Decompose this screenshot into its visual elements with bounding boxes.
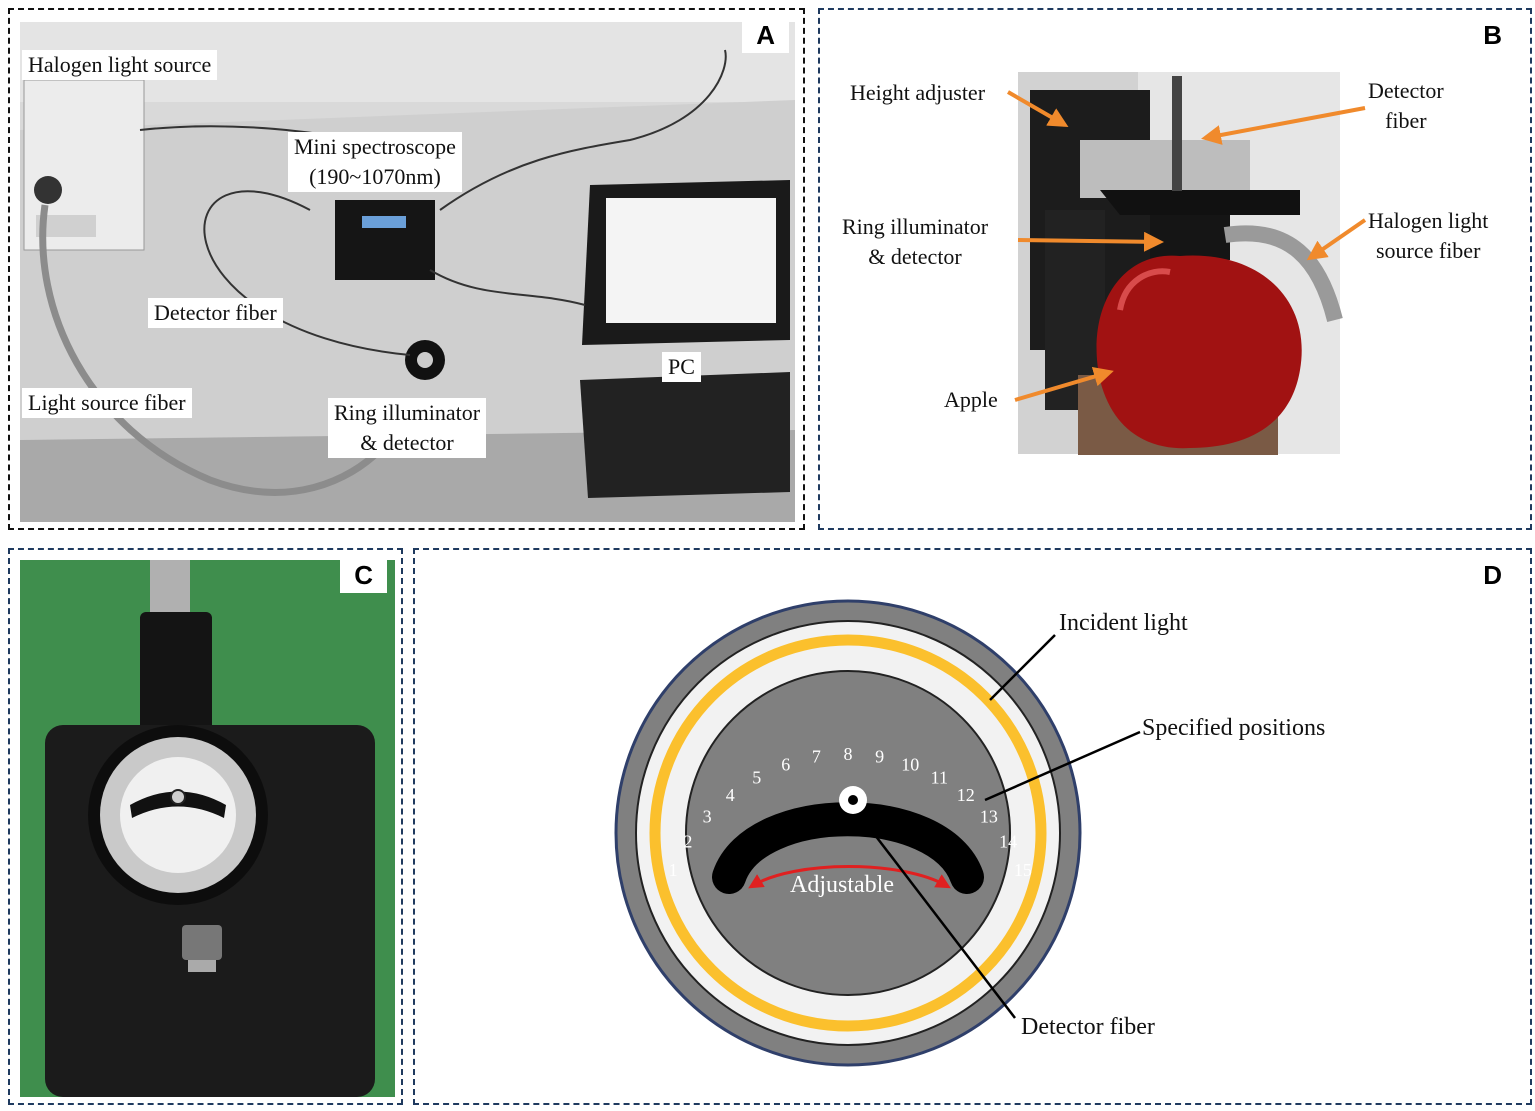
panel-a-letter: A bbox=[742, 18, 789, 53]
incident-light-ring bbox=[649, 634, 1047, 1032]
label-ring-illuminator-b-line2: & detector bbox=[868, 244, 962, 269]
position-number-9: 9 bbox=[875, 747, 884, 767]
position-number-15: 15 bbox=[1014, 860, 1032, 880]
incident-light-leader bbox=[989, 634, 1056, 701]
label-halogen-light-source-fiber-line2: source fiber bbox=[1375, 238, 1481, 263]
position-number-3: 3 bbox=[703, 807, 712, 827]
panel-c: C bbox=[8, 548, 403, 1105]
label-detector-fiber-d: Detector fiber bbox=[1021, 1014, 1155, 1040]
position-number-10: 10 bbox=[901, 755, 919, 775]
label-mini-spectroscope-line1: Mini spectroscope bbox=[294, 134, 456, 159]
label-ring-illuminator-b-line1: Ring illuminator bbox=[842, 214, 989, 239]
panel-b-photo bbox=[1006, 72, 1367, 455]
slot-arc bbox=[712, 802, 984, 894]
specified-positions-leader bbox=[984, 730, 1141, 802]
panel-a-photo bbox=[20, 22, 795, 522]
position-number-5: 5 bbox=[752, 767, 761, 787]
position-number-6: 6 bbox=[781, 755, 790, 775]
label-mini-spectroscope: Mini spectroscope (190~1070nm) bbox=[288, 132, 462, 192]
position-number-12: 12 bbox=[957, 785, 975, 805]
label-light-source-fiber: Light source fiber bbox=[22, 388, 192, 418]
label-ring-illuminator-a: Ring illuminator & detector bbox=[328, 398, 487, 458]
panel-b-letter: B bbox=[1469, 18, 1516, 53]
panel-d-letter: D bbox=[1469, 558, 1516, 593]
label-adjustable: Adjustable bbox=[790, 872, 894, 898]
label-halogen-light-source-fiber: Halogen light source fiber bbox=[1368, 206, 1488, 266]
label-halogen-light-source: Halogen light source bbox=[22, 50, 218, 80]
panel-a: A Halogen light source Mini spectroscope… bbox=[8, 8, 805, 530]
adjustable-arrow bbox=[748, 865, 951, 889]
position-number-2: 2 bbox=[683, 832, 692, 852]
panel-b: B Height adjuster Detector fiber Ring il… bbox=[818, 8, 1532, 530]
label-specified-positions: Specified positions bbox=[1142, 715, 1326, 741]
position-number-8: 8 bbox=[844, 744, 853, 764]
label-ring-illuminator-b: Ring illuminator & detector bbox=[842, 212, 988, 272]
label-ring-illuminator-a-line2: & detector bbox=[360, 430, 454, 455]
label-detector-fiber-a: Detector fiber bbox=[148, 298, 283, 328]
label-mini-spectroscope-line2: (190~1070nm) bbox=[309, 164, 441, 189]
label-height-adjuster: Height adjuster bbox=[850, 80, 986, 105]
label-detector-fiber-b-line1: Detector bbox=[1368, 78, 1444, 103]
label-apple: Apple bbox=[944, 387, 998, 412]
panel-c-letter: C bbox=[340, 558, 387, 593]
position-number-7: 7 bbox=[812, 747, 821, 767]
label-halogen-light-source-fiber-line1: Halogen light bbox=[1368, 208, 1489, 233]
position-number-13: 13 bbox=[980, 807, 998, 827]
label-detector-fiber-b-line2: fiber bbox=[1385, 108, 1427, 133]
position-number-11: 11 bbox=[931, 767, 948, 787]
label-pc: PC bbox=[662, 352, 701, 382]
label-ring-illuminator-a-line1: Ring illuminator bbox=[334, 400, 481, 425]
position-number-14: 14 bbox=[999, 832, 1017, 852]
label-detector-fiber-b: Detector fiber bbox=[1368, 76, 1444, 136]
position-number-4: 4 bbox=[726, 785, 735, 805]
position-number-1: 1 bbox=[669, 860, 678, 880]
detector-fiber-leader bbox=[864, 821, 1016, 1019]
panel-c-photo bbox=[20, 560, 395, 1097]
label-incident-light: Incident light bbox=[1059, 610, 1188, 636]
